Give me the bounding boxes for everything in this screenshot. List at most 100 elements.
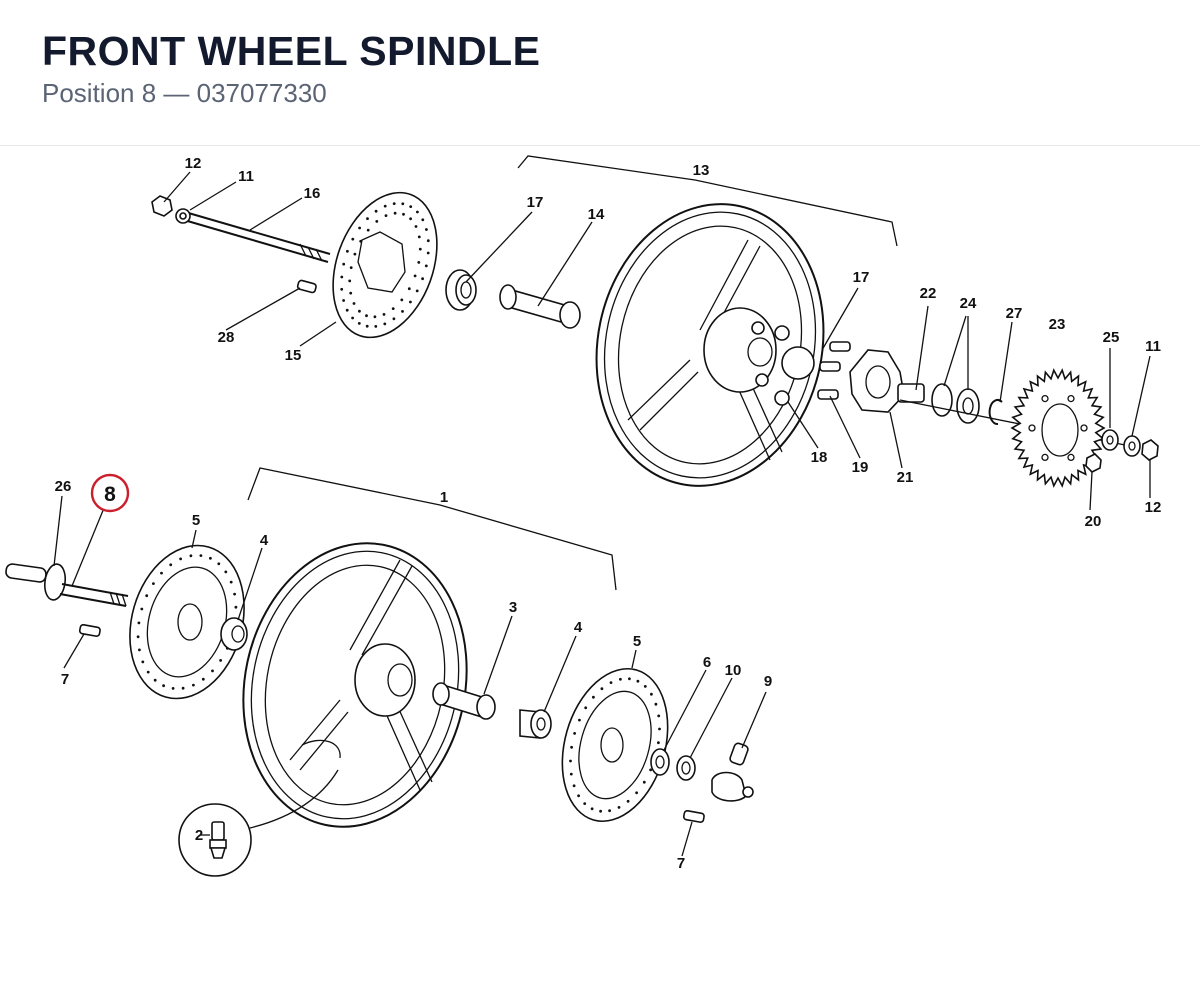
disc-drill-hole	[392, 317, 396, 321]
callout-23: 23	[1049, 316, 1066, 333]
disc-drill-hole	[425, 228, 428, 231]
disc-drill-hole	[650, 692, 653, 696]
disc-drill-hole	[583, 802, 587, 805]
callout-16: 16	[304, 185, 321, 202]
rear-rim-13	[595, 203, 825, 487]
disc-drill-hole	[365, 314, 368, 318]
disc-drill-hole	[346, 249, 349, 253]
disc-drill-hole	[358, 309, 361, 313]
disc-drill-hole	[570, 745, 573, 749]
callout-3: 3	[509, 599, 517, 616]
washer-10	[676, 755, 696, 781]
disc-drill-hole	[393, 211, 397, 215]
callout-14: 14	[588, 206, 605, 223]
callout-12-rear-right: 12	[1145, 499, 1162, 516]
disc-drill-hole	[140, 607, 144, 611]
disc-drill-hole	[224, 570, 228, 574]
spacer-3	[432, 682, 496, 720]
front-callouts: 26 5 4 1 7 3 4 5 6 10 9 7 2	[55, 478, 773, 872]
sprocket-23	[1010, 368, 1106, 488]
disc-drill-hole	[351, 316, 354, 320]
disc-drill-hole	[162, 684, 166, 688]
callout-19: 19	[852, 459, 869, 476]
callout-7-front-right: 7	[677, 855, 685, 872]
disc-drill-hole	[373, 315, 377, 319]
disc-drill-hole	[409, 205, 413, 209]
disc-drill-hole	[409, 300, 412, 304]
bolt-20	[1085, 453, 1102, 473]
disc-drill-hole	[569, 759, 572, 763]
disc-drill-hole	[171, 687, 175, 690]
disc-drill-hole	[359, 239, 363, 243]
disc-drill-hole	[192, 683, 195, 687]
disc-screw-7-left	[78, 623, 101, 637]
disc-drill-hole	[417, 261, 421, 264]
disc-drill-hole	[136, 635, 140, 639]
disc-screw-7-right	[682, 809, 705, 823]
disc-drill-hole	[348, 279, 352, 283]
page-title: FRONT WHEEL SPINDLE	[42, 28, 541, 74]
disc-drill-hole	[413, 274, 417, 278]
disc-drill-hole	[382, 313, 386, 316]
sprocket-carrier-21	[849, 349, 925, 413]
disc-drill-hole	[426, 251, 430, 255]
rear-callouts: 12 11 16 13 17 14 28 15 17 22 24 27 23 2…	[185, 155, 1162, 530]
callout-18: 18	[811, 449, 828, 466]
disc-drill-hole	[636, 679, 640, 683]
disc-drill-hole	[366, 228, 370, 232]
bracket-1	[247, 467, 617, 591]
sprocket-bolt-hole	[1080, 424, 1088, 432]
bearings-24	[931, 383, 980, 424]
valve-detail-2	[178, 769, 339, 877]
disc-drill-hole	[600, 687, 604, 691]
disc-drill-hole	[584, 706, 588, 710]
disc-drill-hole	[416, 210, 419, 214]
highlighted-callout-8[interactable]: 8	[90, 473, 130, 513]
disc-drill-hole	[657, 741, 660, 745]
disc-drill-hole	[153, 678, 157, 682]
disc-drill-hole	[152, 582, 155, 585]
nut-6	[650, 748, 670, 776]
callout-2: 2	[195, 827, 203, 844]
callout-7-front-left: 7	[61, 671, 69, 688]
disc-drill-hole	[424, 264, 428, 268]
callout-27: 27	[1006, 305, 1023, 322]
disc-drill-hole	[233, 592, 237, 596]
disc-drill-hole	[375, 220, 379, 223]
disc-drill-hole	[349, 266, 353, 269]
callout-17-rear-left: 17	[527, 194, 544, 211]
callout-4-front-right: 4	[574, 619, 583, 636]
disc-drill-hole	[577, 794, 580, 798]
disc-drill-hole	[569, 772, 573, 776]
sensor-9	[711, 742, 754, 802]
callout-4-front-left: 4	[260, 532, 269, 549]
callout-26: 26	[55, 478, 72, 495]
sprocket-bolt-hole	[1041, 453, 1049, 462]
disc-drill-hole	[415, 289, 419, 293]
front-spindle-8	[5, 563, 129, 607]
disc-drill-hole	[578, 718, 581, 722]
sprocket-bolt-hole	[1041, 394, 1049, 403]
disc-drill-hole	[340, 275, 344, 279]
disc-drill-hole	[617, 806, 621, 809]
bearing-4-right	[519, 709, 552, 739]
bracket-13	[517, 155, 898, 247]
disc-drill-hole	[383, 322, 387, 326]
disc-drill-hole	[179, 557, 183, 561]
disc-drill-hole	[642, 780, 646, 784]
leader-lines	[53, 171, 1151, 857]
disc-drill-hole	[649, 768, 652, 772]
nut-12	[1141, 439, 1159, 461]
rear-assembly	[151, 155, 1159, 488]
nut-11	[1123, 435, 1141, 457]
front-assembly	[5, 467, 754, 877]
callout-20: 20	[1085, 513, 1102, 530]
bearing-4-left	[220, 617, 248, 651]
disc-drill-hole	[366, 217, 369, 221]
callout-12-rear-top: 12	[185, 155, 202, 172]
washer-25	[1101, 429, 1119, 451]
callout-25: 25	[1103, 329, 1120, 346]
disc-drill-hole	[391, 307, 395, 310]
callout-1: 1	[440, 489, 448, 506]
